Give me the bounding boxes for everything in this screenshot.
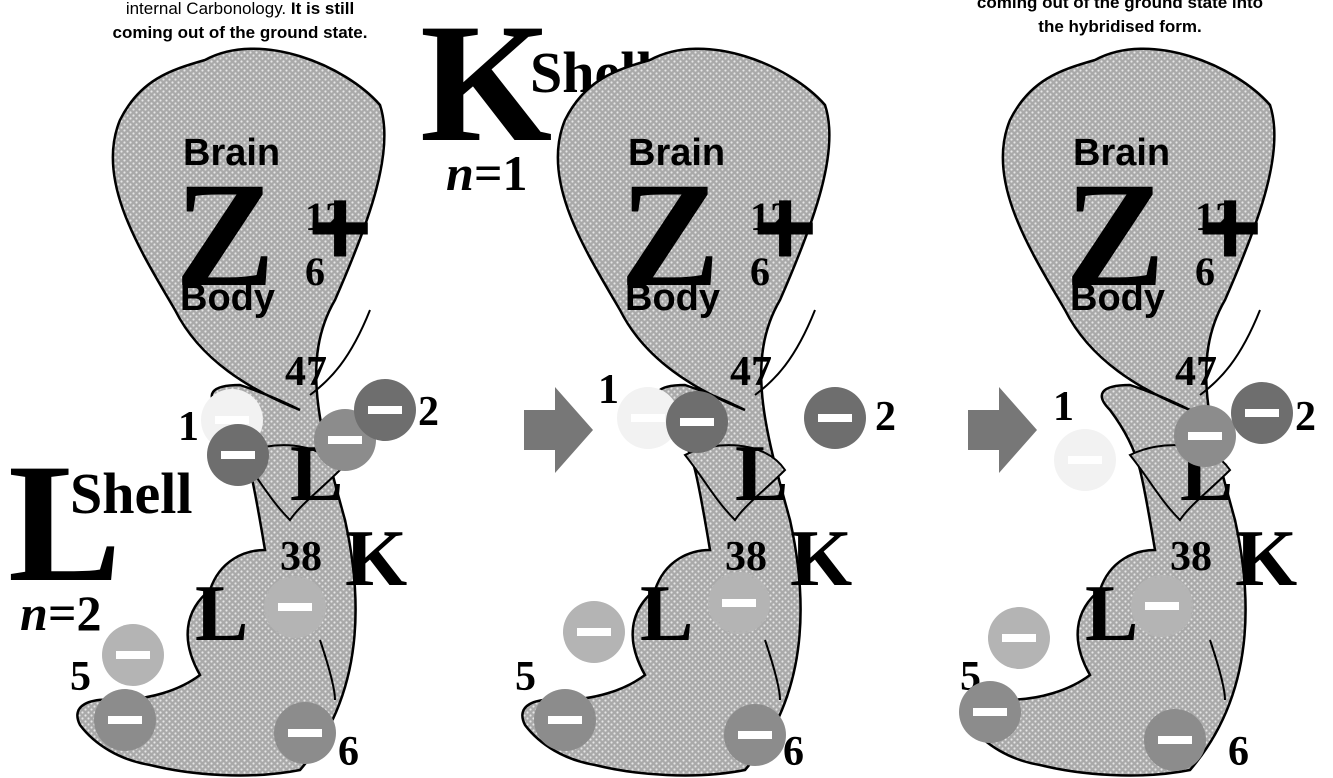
electron <box>1054 429 1116 491</box>
label-K: K <box>345 515 407 603</box>
electron <box>708 572 770 634</box>
label-6: 6 <box>1228 729 1249 775</box>
label-5: 5 <box>70 654 91 700</box>
electron <box>959 681 1021 743</box>
l-shell-n-value: =2 <box>48 585 102 641</box>
label-1: 1 <box>1053 384 1074 430</box>
minus-icon <box>722 599 756 607</box>
electron <box>724 704 786 766</box>
minus-icon <box>1002 634 1036 642</box>
label-5: 5 <box>515 654 536 700</box>
label-47: 47 <box>730 349 772 395</box>
minus-icon <box>328 436 362 444</box>
electron <box>1131 575 1193 637</box>
k-shell-n-value: =1 <box>474 145 528 201</box>
minus-icon <box>1245 409 1279 417</box>
minus-icon <box>577 628 611 636</box>
k-shell-n: n <box>446 145 474 201</box>
label-1: 1 <box>598 367 619 413</box>
label-2: 2 <box>875 394 896 440</box>
electron <box>274 702 336 764</box>
label-K: K <box>790 515 852 603</box>
arrow-right-icon <box>524 387 593 473</box>
minus-icon <box>116 651 150 659</box>
label-L-lower: L <box>640 570 693 658</box>
nucleus-symbol: Z <box>175 152 275 318</box>
minus-icon <box>1158 736 1192 744</box>
minus-icon <box>631 414 665 422</box>
electron <box>804 387 866 449</box>
minus-icon <box>1188 432 1222 440</box>
l-shell-n: n <box>20 585 48 641</box>
electron <box>563 601 625 663</box>
minus-icon <box>368 406 402 414</box>
electron <box>264 576 326 638</box>
electron <box>207 424 269 486</box>
arrow-right-icon <box>968 387 1037 473</box>
minus-icon <box>973 708 1007 716</box>
label-6: 6 <box>783 729 804 775</box>
label-2: 2 <box>418 389 439 435</box>
minus-icon <box>738 731 772 739</box>
charge-plus: + <box>308 166 372 289</box>
nucleus-symbol: Z <box>620 152 720 318</box>
nucleus-symbol: Z <box>1065 152 1165 318</box>
electron <box>102 624 164 686</box>
label-1: 1 <box>178 404 199 450</box>
charge-plus: + <box>753 166 817 289</box>
electron <box>1174 405 1236 467</box>
charge-plus: + <box>1198 166 1262 289</box>
minus-icon <box>288 729 322 737</box>
minus-icon <box>548 716 582 724</box>
label-L-lower: L <box>195 570 248 658</box>
minus-icon <box>818 414 852 422</box>
label-2: 2 <box>1295 394 1316 440</box>
minus-icon <box>1068 456 1102 464</box>
electron <box>1144 709 1206 771</box>
label-38: 38 <box>1170 534 1212 580</box>
label-L-lower: L <box>1085 570 1138 658</box>
minus-icon <box>215 416 249 424</box>
electron <box>988 607 1050 669</box>
label-47: 47 <box>285 349 327 395</box>
l-shell-word: Shell <box>70 461 193 526</box>
label-K: K <box>1235 515 1297 603</box>
label-47: 47 <box>1175 349 1217 395</box>
electron <box>666 391 728 453</box>
label-L-upper: L <box>735 430 788 518</box>
panel-1: BrainBodyZ126+4738LLK5612 <box>70 49 439 776</box>
minus-icon <box>278 603 312 611</box>
label-6: 6 <box>338 729 359 775</box>
electron <box>534 689 596 751</box>
electron <box>1231 382 1293 444</box>
label-38: 38 <box>280 534 322 580</box>
electron <box>354 379 416 441</box>
electron <box>94 689 156 751</box>
minus-icon <box>221 451 255 459</box>
minus-icon <box>680 418 714 426</box>
minus-icon <box>1145 602 1179 610</box>
minus-icon <box>108 716 142 724</box>
